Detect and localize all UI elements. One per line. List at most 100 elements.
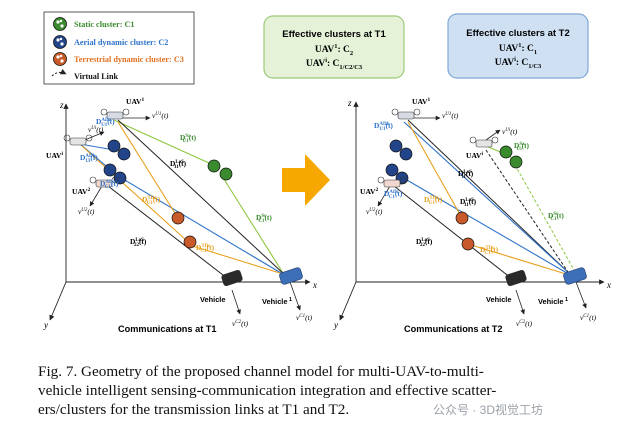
watermark: 公众号 · 3D视觉工坊 bbox=[430, 401, 547, 418]
vehicle1-label-t1: Vehicle 1 bbox=[262, 297, 292, 306]
axis-z-label-t1: z bbox=[59, 100, 64, 110]
axis-y-label-t1: y bbox=[43, 320, 48, 330]
vehicle-label-t2: Vehicle bbox=[486, 295, 511, 304]
legend-virtual-link-icon bbox=[51, 68, 67, 77]
anno-vu1-t2: vU1(t) bbox=[442, 111, 459, 120]
anno-vui-t1: vUi(t) bbox=[88, 125, 104, 134]
cluster-c3-t1 bbox=[171, 211, 197, 249]
link-orange-c3-t2 bbox=[407, 121, 463, 219]
link-blue-uav1-vehicle-t2 bbox=[403, 121, 573, 277]
link-orange-c3-vehicle-t2 bbox=[467, 243, 567, 275]
anno-vc1-t2: vC1(t) bbox=[580, 313, 597, 322]
axis-x-label-t1: x bbox=[312, 280, 317, 290]
box-t2-line2: UAVi: C1/C3 bbox=[495, 56, 542, 70]
uav1-label-t1: UAV1 bbox=[126, 97, 144, 106]
anno-vu2-t1: vU2(t) bbox=[78, 207, 95, 216]
vehicle-icon-t2 bbox=[505, 269, 527, 287]
link-los-uav2-vehicle-t2 bbox=[393, 185, 517, 283]
vehicle-icon-t1 bbox=[221, 269, 243, 287]
axis-z-label-t2: z bbox=[347, 98, 352, 108]
velocity-uav2-t2 bbox=[377, 185, 391, 207]
uav1-icon-t1 bbox=[100, 108, 130, 120]
legend: Static cluster: C1 Aerial dynamic cluste… bbox=[43, 11, 195, 85]
link-los-uav1-vehicle-t2 bbox=[407, 119, 573, 277]
box-t2: Effective clusters at T2 UAV1: C1 UAVi: … bbox=[447, 13, 589, 79]
anno-vu2-t2: vU2(t) bbox=[366, 207, 383, 216]
anno-vui-t2: vUi(t) bbox=[502, 127, 518, 136]
cluster-c2-t1 bbox=[103, 139, 131, 185]
velocity-vehicle1-t2 bbox=[575, 281, 587, 309]
cluster-c1-t1 bbox=[207, 159, 233, 181]
link-orange-uavi-c3 bbox=[81, 145, 187, 241]
anno-vc1-t1: vC1(t) bbox=[296, 313, 313, 322]
link-los-uav2-vehicle bbox=[107, 185, 233, 283]
link-blue-c2-vehicle-t2 bbox=[399, 175, 573, 277]
link-green-uav1-c1 bbox=[113, 119, 221, 169]
vehicle-label-t1: Vehicle bbox=[200, 295, 225, 304]
vehicle1-icon-t1 bbox=[279, 267, 303, 285]
uav2-label-t2: UAV2 bbox=[360, 187, 378, 196]
link-blue-c2-vehicle bbox=[117, 175, 287, 277]
uav2-icon-t1 bbox=[89, 176, 119, 188]
panel-title-t1: Communications at T1 bbox=[118, 324, 217, 334]
virtual-link-black-t2 bbox=[485, 149, 569, 273]
uav2-icon-t2 bbox=[377, 176, 407, 188]
cluster-c2-t2 bbox=[385, 139, 413, 185]
anno-vu1-t1: vU1(t) bbox=[152, 111, 169, 120]
uav1-label-t2: UAV1 bbox=[412, 97, 430, 106]
vehicle1-icon-t2 bbox=[563, 267, 587, 285]
legend-virtual-label: Virtual Link bbox=[74, 72, 119, 81]
link-blue-uavi-c2 bbox=[79, 143, 115, 151]
panel-t1: z x y bbox=[43, 97, 317, 334]
velocity-vehicle2-t1 bbox=[231, 289, 241, 315]
legend-static-label: Static cluster: C1 bbox=[74, 20, 134, 29]
box-t2-title: Effective clusters at T2 bbox=[466, 28, 570, 39]
axis-x-label-t2: x bbox=[606, 280, 611, 290]
link-green-c1-vehicle bbox=[221, 175, 284, 274]
cluster-c1-t2 bbox=[499, 145, 523, 169]
link-orange-uav1-c3 bbox=[117, 121, 179, 219]
velocity-vehicle2-t2 bbox=[515, 289, 525, 315]
box-t1: Effective clusters at T1 UAV1: C2 UAVi: … bbox=[263, 15, 405, 79]
uavi-icon-t1 bbox=[63, 134, 93, 146]
box-t1-line1: UAV1: C2 bbox=[315, 43, 353, 57]
legend-aerial-label: Aerial dynamic cluster: C2 bbox=[74, 38, 168, 47]
panel-t2: z x y bbox=[333, 97, 611, 334]
figure-caption: Fig. 7. Geometry of the proposed channel… bbox=[38, 362, 618, 419]
uav1-icon-t2 bbox=[391, 108, 421, 120]
legend-aerial-icon bbox=[53, 35, 67, 49]
vehicle1-label-t2: Vehicle 1 bbox=[538, 297, 568, 306]
uavi-label-t2: UAVi bbox=[466, 151, 483, 160]
caption-line-3: ers/clusters for the transmission links … bbox=[38, 401, 350, 418]
virtual-link-green-t2 bbox=[509, 155, 575, 271]
panel-title-t2: Communications at T2 bbox=[404, 324, 503, 334]
link-orange-c3-vehicle bbox=[185, 243, 284, 275]
uavi-icon-t2 bbox=[469, 136, 499, 148]
link-los-uav1-vehicle bbox=[117, 119, 287, 277]
legend-static-icon bbox=[53, 17, 67, 31]
anno-vc2-t1: vC2(t) bbox=[232, 319, 249, 328]
legend-terrestrial-label: Terrestrial dynamic cluster: C3 bbox=[74, 55, 184, 64]
velocity-uav2-t1 bbox=[89, 185, 103, 207]
axis-y-t2 bbox=[339, 281, 357, 321]
uav2-label-t1: UAV2 bbox=[72, 187, 90, 196]
anno-vc2-t2: vC2(t) bbox=[516, 319, 533, 328]
